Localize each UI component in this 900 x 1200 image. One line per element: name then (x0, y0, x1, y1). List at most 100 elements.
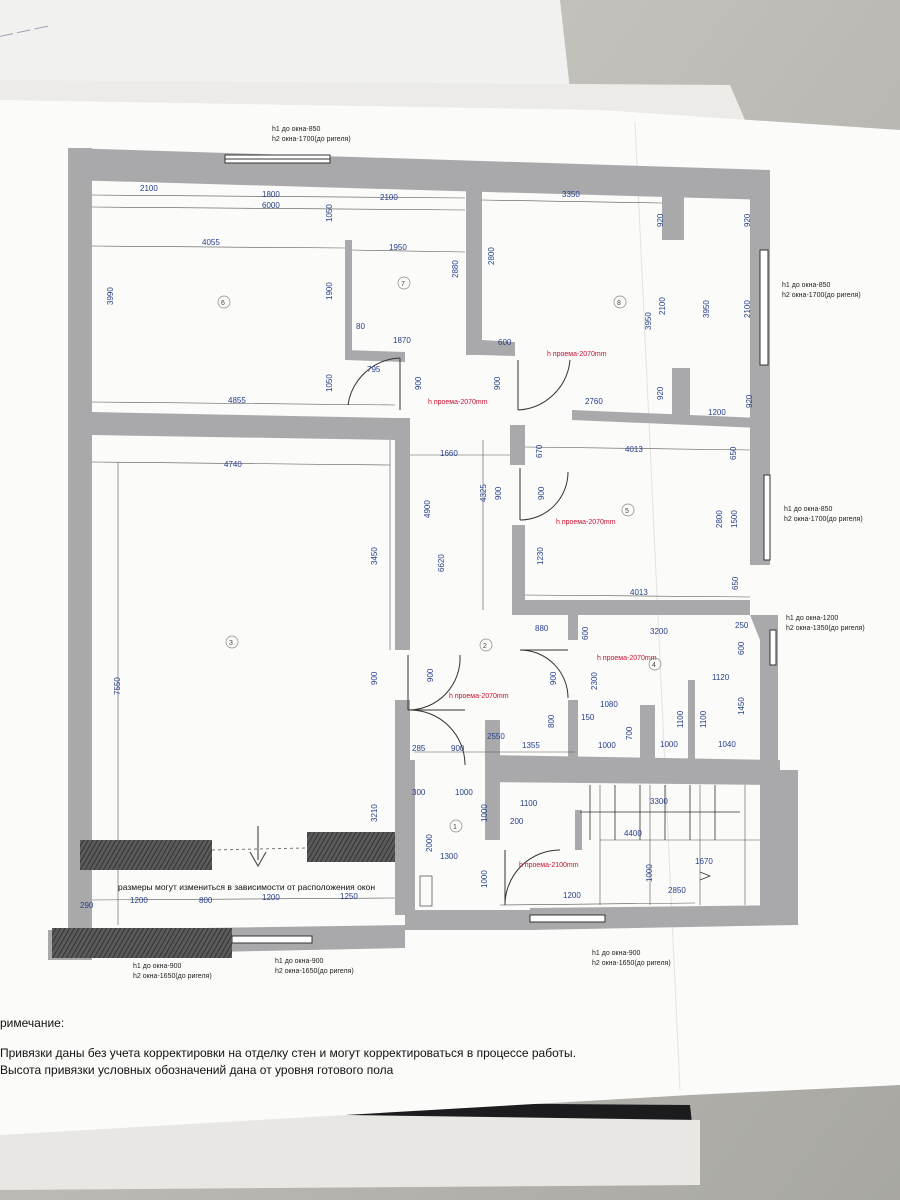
room-2: 2 (483, 643, 487, 650)
walls (48, 148, 798, 960)
room-5: 5 (625, 508, 629, 515)
dim: 3450 (370, 547, 379, 565)
door-label-3: h проема-2070mm (449, 693, 509, 700)
dim: 800 (547, 714, 556, 728)
dim: 2850 (668, 886, 686, 895)
dim: 1200 (708, 408, 726, 417)
door-label-5: h проема-2070mm (556, 519, 616, 526)
right-window-1-h2: h2 окна-1700(до ригеля) (782, 292, 861, 299)
dim: 1660 (440, 449, 458, 458)
dim: 600 (737, 641, 746, 655)
dim: 650 (731, 576, 740, 590)
dim: 285 (412, 744, 426, 753)
dim: 1670 (695, 857, 713, 866)
dim: 2100 (140, 184, 158, 193)
dim: 900 (493, 376, 502, 390)
dim: 1230 (536, 547, 545, 565)
bottom-window-3-h1: h1 до окна-900 (592, 950, 640, 957)
dim: 4013 (625, 445, 643, 454)
right-window-2-h2: h2 окна-1700(до ригеля) (784, 516, 863, 523)
back-sheet (0, 0, 570, 90)
dim: 920 (656, 213, 665, 227)
right-window-3-h2: h2 окна-1350(до ригеля) (786, 625, 865, 632)
dim: 2100 (380, 193, 398, 202)
dim: 3200 (650, 627, 668, 636)
door-label-6: h проема-2070mm (428, 399, 488, 406)
dim: 920 (745, 394, 754, 408)
dim: 1040 (718, 740, 736, 749)
dim: 880 (535, 624, 549, 633)
dim: 2550 (487, 732, 505, 741)
dim: 900 (549, 671, 558, 685)
room-3: 3 (229, 640, 233, 647)
cabinet (419, 875, 433, 907)
dim: 1100 (676, 710, 685, 728)
dim: 900 (370, 671, 379, 685)
dim: 3210 (370, 804, 379, 822)
dim: 1000 (455, 788, 473, 797)
dim: 1250 (340, 892, 358, 901)
dim: 6620 (437, 554, 446, 572)
dim: 1900 (325, 282, 334, 300)
notes-line-1: Привязки даны без учета корректировки на… (0, 1046, 576, 1060)
stairs (580, 785, 740, 881)
dim: 7550 (113, 677, 122, 695)
bottom-window-2-h1: h1 до окна-900 (275, 958, 323, 965)
dim: 2300 (590, 672, 599, 690)
dim: 200 (510, 817, 524, 826)
dim: 1050 (325, 374, 334, 392)
dim: 2800 (487, 247, 496, 265)
right-window-1-h1: h1 до окна-850 (782, 282, 830, 289)
dim: 3990 (106, 287, 115, 305)
bottom-window-1-h1: h1 до окна-900 (133, 963, 181, 970)
dim: 250 (735, 621, 749, 630)
dim: 900 (414, 376, 423, 390)
dim: 1000 (480, 870, 489, 888)
room-markers (217, 276, 662, 833)
dim: 1300 (440, 852, 458, 861)
doors (347, 357, 571, 906)
right-window-3-h1: h1 до окна-1200 (786, 615, 838, 622)
door-label-1: h проема-2100mm (519, 862, 579, 869)
notes-line-2: Высота привязки условных обозначений дан… (0, 1063, 394, 1077)
dim: 4900 (423, 500, 432, 518)
dim: 600 (581, 626, 590, 640)
dim: 3950 (702, 300, 711, 318)
door-label-4: h проема-2070mm (597, 655, 657, 662)
right-window-2-h1: h1 до окна-850 (784, 506, 832, 513)
dim: 3300 (650, 797, 668, 806)
dim: 3950 (644, 312, 653, 330)
dim: 1000 (480, 804, 489, 822)
dim: 1950 (389, 243, 407, 252)
dim: 920 (743, 213, 752, 227)
notes-title: римечание: (0, 1016, 64, 1030)
dim: 3350 (562, 190, 580, 199)
dim: 1200 (563, 891, 581, 900)
bottom-window-2-h2: h2 окна-1650(до ригеля) (275, 968, 354, 975)
bottom-window-3-h2: h2 окна-1650(до ригеля) (592, 960, 671, 967)
dim: 600 (498, 338, 512, 347)
dim: 1100 (699, 710, 708, 728)
room-8: 8 (617, 300, 621, 307)
door-label-8: h проема-2070mm (547, 351, 607, 358)
dim: 1000 (645, 864, 654, 882)
vertical-dimensions: 3990 1050 1900 1050 2880 2800 3950 2100 … (106, 204, 754, 888)
dim: 2100 (743, 300, 752, 318)
dim: 800 (199, 896, 213, 905)
dim: 4325 (479, 484, 488, 502)
dim: 2800 (715, 510, 724, 528)
dim: 2880 (451, 260, 460, 278)
top-window-h2: h2 окна-1700(до ригеля) (272, 136, 351, 143)
dim: 2100 (658, 297, 667, 315)
dim: 1500 (730, 510, 739, 528)
dim: 1000 (598, 741, 616, 750)
top-window-h1: h1 до окна-850 (272, 126, 320, 133)
room-7: 7 (401, 281, 405, 288)
pencil-hatching (52, 826, 395, 958)
dim: 1050 (325, 204, 334, 222)
room-4: 4 (652, 662, 656, 669)
dim: 290 (80, 901, 94, 910)
dim: 1200 (262, 893, 280, 902)
dim: 650 (729, 446, 738, 460)
